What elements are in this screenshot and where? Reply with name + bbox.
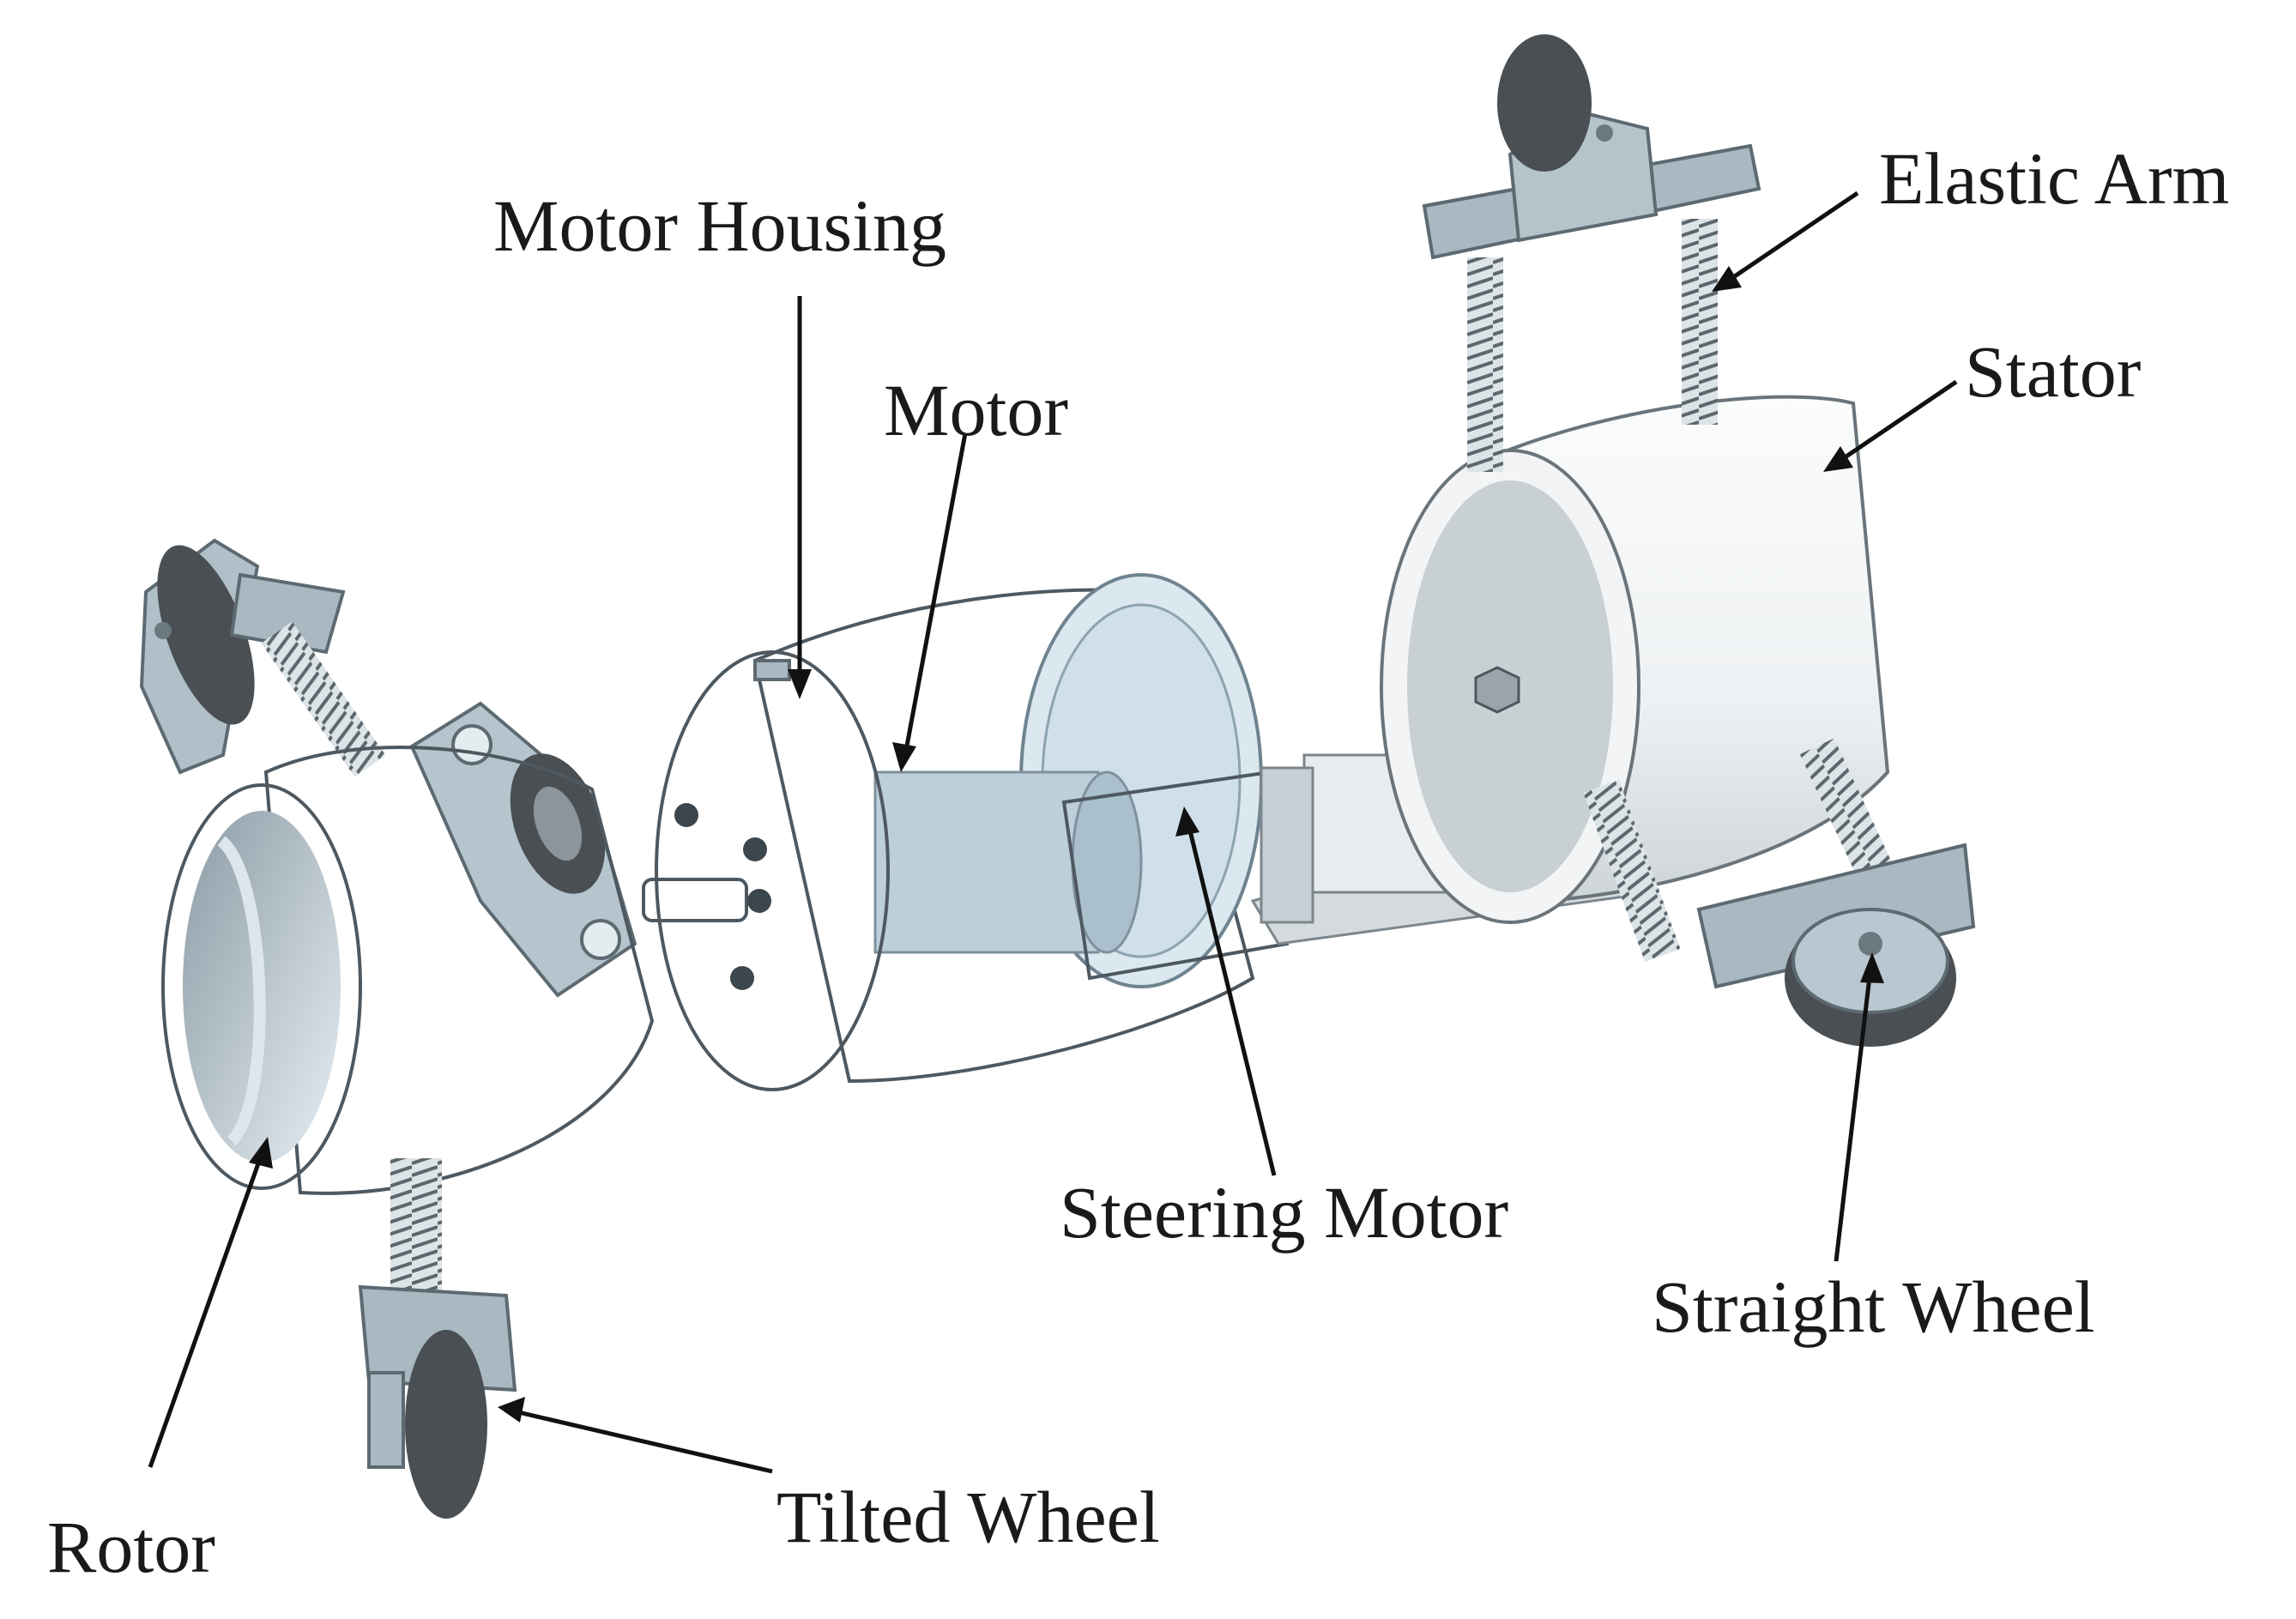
- label-straight-wheel: Straight Wheel: [1652, 1266, 2095, 1348]
- leader-straight-wheel: [1834, 969, 1873, 1262]
- label-motor-housing: Motor Housing: [493, 184, 946, 267]
- leader-stator: [1834, 379, 1958, 466]
- stator-nut: [1474, 666, 1520, 714]
- rotor-spring-upper: [261, 621, 386, 777]
- rotor-side-wheel: [409, 701, 637, 998]
- stator-assembly: [1250, 34, 1976, 1047]
- stator-upper-wheel: [1497, 34, 1592, 172]
- motor-housing-face: [655, 650, 890, 1091]
- stator-spring-lower-left: [1583, 779, 1681, 963]
- label-elastic-arm: Elastic Arm: [1879, 137, 2230, 220]
- tilted-wheel: [358, 1284, 517, 1519]
- leader-lines: [148, 190, 1958, 1474]
- housing-tab: [753, 659, 791, 681]
- stator-spring-upper-left: [1467, 257, 1503, 472]
- leader-tilted-wheel: [514, 1409, 773, 1474]
- label-steering-motor: Steering Motor: [1060, 1171, 1509, 1254]
- rotor-assembly: [139, 538, 748, 1519]
- label-tilted-wheel: Tilted Wheel: [776, 1476, 1160, 1558]
- rotor-shaft: [642, 878, 748, 922]
- label-motor: Motor: [884, 369, 1068, 451]
- label-rotor: Rotor: [47, 1506, 215, 1588]
- rotor-upper-wheel: [139, 538, 346, 775]
- leader-motor: [903, 432, 968, 756]
- rotor-cylinder: [161, 746, 655, 1195]
- leader-steering-motor: [1186, 823, 1277, 1176]
- leader-rotor: [148, 1153, 264, 1468]
- stator-spring-upper-right: [1682, 219, 1718, 425]
- label-stator: Stator: [1965, 330, 2142, 413]
- leader-elastic-arm: [1723, 190, 1859, 286]
